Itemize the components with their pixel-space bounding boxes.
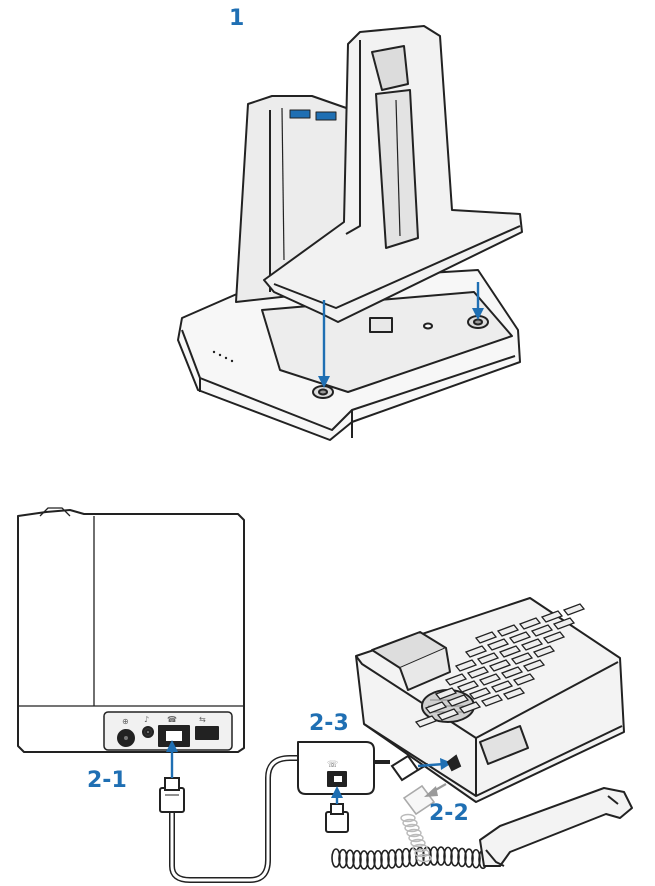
keypad-key xyxy=(444,673,468,686)
keypad-key xyxy=(520,638,544,651)
cord-coil-ghost-loop xyxy=(412,843,428,853)
keypad-key xyxy=(518,617,542,630)
cord-coil-loop xyxy=(366,850,376,870)
svg-text:⊕: ⊕ xyxy=(122,717,129,726)
cord-coil-loop xyxy=(352,849,362,870)
keypad-key xyxy=(490,680,514,693)
cord-coil-ghost-loop xyxy=(414,848,430,858)
cord-coil-loop xyxy=(443,846,453,867)
cord-coil-loop xyxy=(401,847,411,868)
handset-coiled-cord-ghost xyxy=(400,813,432,863)
keypad-key xyxy=(424,701,448,714)
keypad-key xyxy=(502,687,526,700)
cord-coil-loop xyxy=(373,850,383,870)
base-rear-view: ⊕ ♪ ☎ ⇆ xyxy=(17,507,245,753)
cord-coil-ghost-loop xyxy=(400,813,416,823)
telephone-interface-icon: ☏ xyxy=(327,760,338,770)
rj-plug-handset xyxy=(325,803,349,833)
step-label-1: 1 xyxy=(229,6,245,31)
handset-coiled-cord xyxy=(331,846,488,870)
cord-coil-ghost-loop xyxy=(402,818,418,828)
keypad-key xyxy=(542,631,566,644)
svg-text:♪: ♪ xyxy=(144,715,149,724)
keypad-key xyxy=(434,687,458,700)
plug-arrow-handset xyxy=(331,786,343,804)
cord-coil-loop xyxy=(380,849,390,870)
telephone-interface-cable xyxy=(169,755,303,883)
cord-coil-loop xyxy=(331,848,341,868)
keypad-key xyxy=(500,666,524,679)
keypad-key xyxy=(540,610,564,623)
keypad-key xyxy=(488,659,512,672)
keypad-key xyxy=(414,715,438,728)
cord-coil-ghost-loop xyxy=(406,828,422,838)
telephone-interface-box: ☏ xyxy=(297,741,390,795)
keypad-key xyxy=(464,645,488,658)
keypad-key xyxy=(496,624,520,637)
cord-coil-loop xyxy=(471,848,481,869)
plug-arrow-2-2 xyxy=(424,783,447,797)
keypad-key xyxy=(480,694,504,707)
keypad-key xyxy=(530,624,554,637)
power-jack-icon: ⊕ xyxy=(117,717,135,747)
keypad-key xyxy=(468,687,492,700)
cord-coil-ghost-loop xyxy=(416,853,432,863)
keypad-key xyxy=(478,673,502,686)
cord-coil-loop xyxy=(387,849,397,869)
keypad-key xyxy=(446,694,470,707)
keypad-key xyxy=(512,673,536,686)
keypad-key xyxy=(522,659,546,672)
keypad-key xyxy=(532,645,556,658)
keypad-key xyxy=(456,680,480,693)
keypad-key xyxy=(552,617,576,630)
rj-plug-2-1 xyxy=(159,777,185,813)
cord-coil-ghost-loop xyxy=(404,823,420,833)
telephone-keypad xyxy=(414,603,586,728)
keypad-key xyxy=(508,631,532,644)
keypad-key xyxy=(466,666,490,679)
cord-coil-loop xyxy=(450,847,460,867)
keypad-key xyxy=(498,645,522,658)
keypad-key xyxy=(458,701,482,714)
svg-text:☎: ☎ xyxy=(167,715,177,724)
step-label-2-2: 2-2 xyxy=(429,801,469,826)
keypad-key xyxy=(436,708,460,721)
cord-coil-ghost-loop xyxy=(408,833,424,843)
cord-coil-loop xyxy=(394,848,404,869)
telephone-handset xyxy=(479,787,633,867)
headset-jack-icon: ♪ xyxy=(142,715,154,738)
base-station-illustration xyxy=(177,25,523,441)
keypad-key xyxy=(454,659,478,672)
cord-coil-ghost-loop xyxy=(410,838,426,848)
cord-coil-loop xyxy=(338,848,348,869)
usb-port-icon: ⇆ xyxy=(195,715,219,740)
cord-coil-loop xyxy=(345,849,355,870)
keypad-key xyxy=(474,631,498,644)
cord-coil-loop xyxy=(464,848,474,868)
cord-coil-loop xyxy=(359,850,369,870)
cord-coil-loop xyxy=(457,847,467,868)
svg-text:⇆: ⇆ xyxy=(199,715,206,724)
keypad-key xyxy=(476,652,500,665)
cradle-alignment-arrows xyxy=(318,282,484,388)
cord-coil-loop xyxy=(436,846,446,866)
plug-arrow-phone xyxy=(417,758,452,770)
plug-arrow-2-1 xyxy=(166,740,178,778)
keypad-key xyxy=(562,603,586,616)
keypad-key xyxy=(486,638,510,651)
step-label-2-1: 2-1 xyxy=(87,768,127,793)
step-label-2-3: 2-3 xyxy=(309,711,349,736)
keypad-key xyxy=(510,652,534,665)
rj-plug-ghost-2-2 xyxy=(402,784,436,816)
